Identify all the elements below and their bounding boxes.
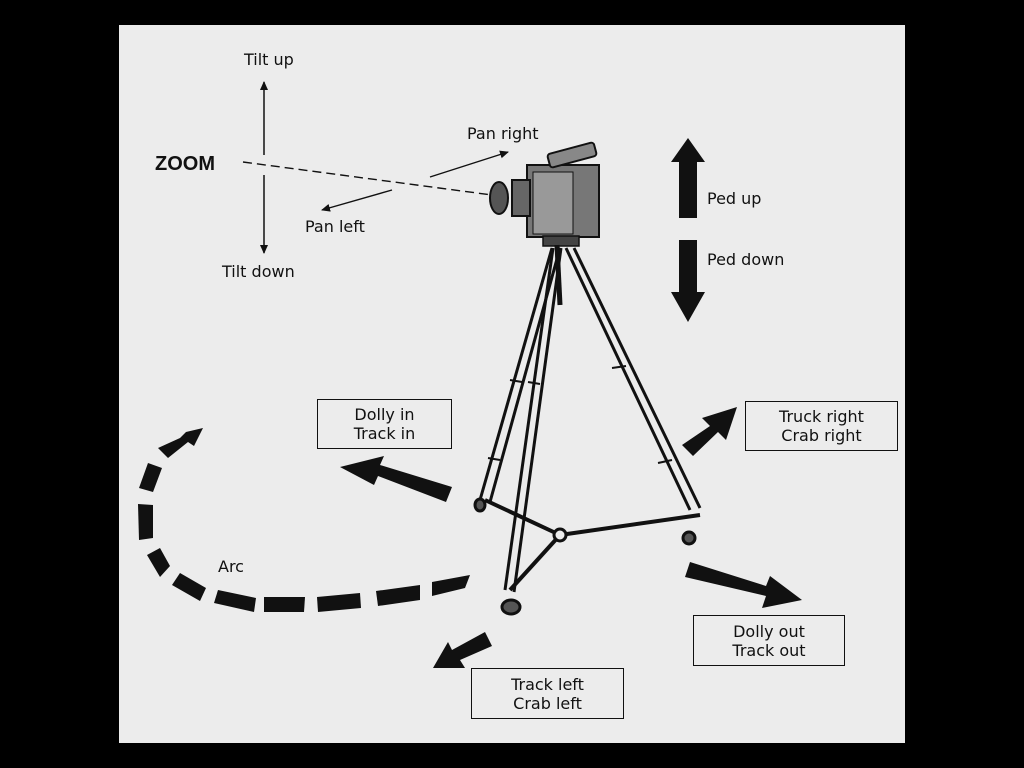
track-left-box: Track left Crab left bbox=[471, 668, 624, 719]
pan-arrows bbox=[321, 150, 509, 212]
dolly-out-arrow bbox=[685, 562, 802, 608]
pan-right-label: Pan right bbox=[467, 124, 539, 143]
dolly-in-arrow bbox=[340, 456, 452, 502]
pan-left-label: Pan left bbox=[305, 217, 365, 236]
crab-right-label: Crab right bbox=[781, 426, 862, 445]
track-in-label: Track in bbox=[353, 424, 416, 443]
track-left-label: Track left bbox=[511, 674, 584, 694]
ped-down-arrow bbox=[671, 240, 705, 322]
dolly-in-box: Dolly in Track in bbox=[317, 399, 452, 449]
arc-label: Arc bbox=[218, 557, 244, 576]
ped-down-label: Ped down bbox=[707, 250, 785, 269]
crab-left-label: Crab left bbox=[513, 693, 582, 713]
zoom-axis-line bbox=[242, 161, 493, 196]
dolly-in-label: Dolly in bbox=[354, 405, 415, 424]
truck-right-box: Truck right Crab right bbox=[745, 401, 898, 451]
zoom-label: ZOOM bbox=[155, 153, 215, 175]
track-out-label: Track out bbox=[732, 640, 806, 660]
dolly-out-box: Dolly out Track out bbox=[693, 615, 845, 666]
tripod-icon bbox=[473, 244, 702, 616]
truck-right-label: Truck right bbox=[779, 407, 864, 426]
dolly-out-label: Dolly out bbox=[733, 621, 805, 641]
ped-up-arrow bbox=[671, 138, 705, 218]
ped-up-label: Ped up bbox=[707, 189, 762, 208]
track-left-arrow bbox=[433, 632, 492, 668]
truck-right-arrow bbox=[682, 407, 737, 456]
arc-path bbox=[138, 428, 470, 612]
tilt-down-label: Tilt down bbox=[222, 262, 295, 281]
tilt-up-label: Tilt up bbox=[244, 50, 294, 69]
camera-icon bbox=[489, 141, 600, 247]
